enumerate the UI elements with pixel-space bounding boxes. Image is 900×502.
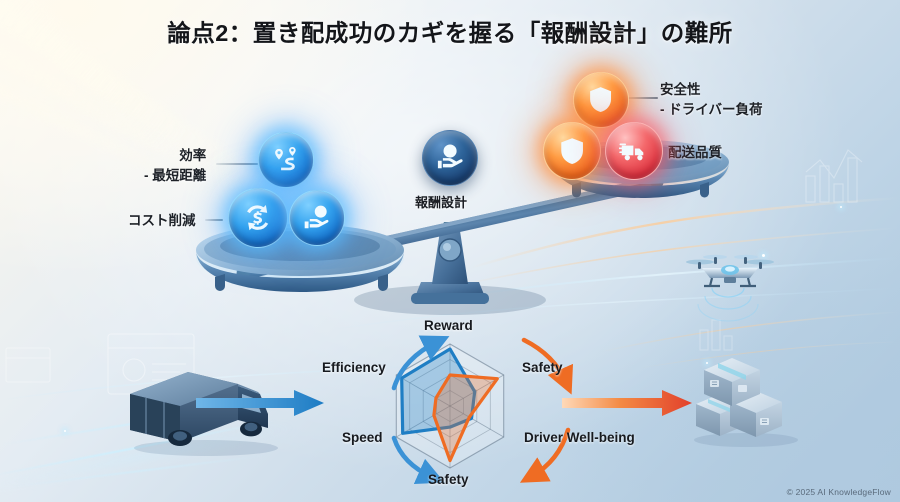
light-streak (10, 454, 270, 488)
label-delivery-quality: 配送品質 (668, 143, 722, 163)
radar-chart: Reward Safety Driver Well-being Safety S… (296, 306, 666, 496)
hand-holding-coin-icon (422, 130, 478, 186)
radar-series-group (400, 347, 499, 463)
light-spark (840, 206, 842, 208)
sun-ray (0, 60, 247, 216)
shield-check-icon (543, 122, 601, 180)
label-reward-design: 報酬設計 (415, 195, 468, 210)
page-title: 論点2：置き配成功のカギを握る「報酬設計」の難所 (167, 20, 733, 46)
orange-cycle-arrows (519, 337, 573, 483)
stacked-parcels-3d (694, 358, 798, 447)
radar-axis-label-efficiency: Efficiency (322, 360, 386, 375)
label-cost-reduction-line1: コスト削減 (128, 213, 196, 228)
blue-cycle-arrows (391, 335, 450, 485)
label-efficiency: 効率 - 最短距離 (144, 146, 206, 185)
radar-axis-label-reward: Reward (424, 318, 473, 333)
delivery-truck-3d (130, 372, 278, 456)
shield-check-icon (573, 72, 629, 128)
copyright-footer: © 2025 AI KnowledgeFlow (786, 487, 891, 497)
hand-coin-icon (289, 190, 345, 246)
label-cost-reduction: コスト削減 (128, 211, 196, 231)
label-safety-line1: 安全性 (660, 82, 701, 97)
delivery-truck-icon (605, 122, 663, 180)
radar-chart-svg (391, 335, 573, 485)
leader-line-efficiency (216, 163, 258, 165)
right-flow-arrow (562, 390, 692, 416)
label-safety-line2: - ドライバー負荷 (660, 101, 763, 117)
leader-line-safety (622, 97, 658, 99)
leader-line-cost (205, 219, 223, 221)
radar-axis-label-safety-right: Safety (522, 360, 563, 375)
label-efficiency-line2: - 最短距離 (144, 167, 207, 183)
radar-axis-label-safety-bottom: Safety (428, 472, 469, 487)
radar-axis-label-driver-wellbeing: Driver Well-being (524, 430, 635, 445)
route-pin-icon (258, 132, 314, 188)
label-safety: 安全性 - ドライバー負荷 (660, 80, 762, 119)
radar-series-polygon (432, 373, 499, 463)
label-delivery-quality-line1: 配送品質 (668, 145, 722, 160)
radar-axis-label-speed: Speed (342, 430, 383, 445)
delivery-drone-icon (686, 254, 774, 288)
left-flow-arrow (196, 390, 324, 416)
recycle-dollar-icon (228, 188, 288, 248)
radar-series-polygon (400, 347, 477, 435)
light-spark (64, 430, 66, 432)
label-efficiency-line1: 効率 (179, 148, 207, 163)
